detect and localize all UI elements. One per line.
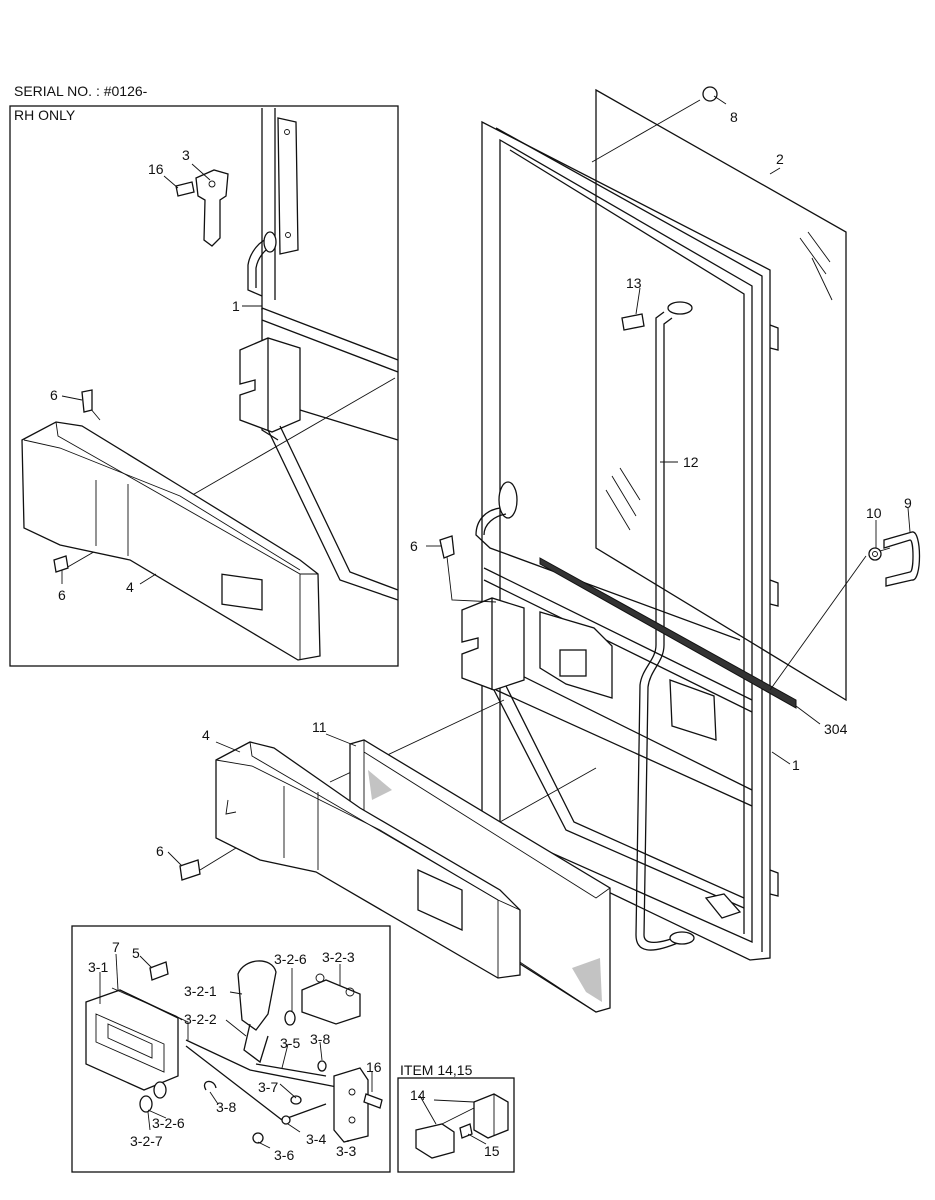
callout-4-main: 4 [202, 727, 210, 743]
callout-3-4: 3-4 [306, 1131, 326, 1147]
leader-lines [61, 95, 911, 1149]
nut-icon [868, 547, 882, 561]
callout-16-bottom: 16 [366, 1059, 382, 1075]
latch-detail-inset [71, 925, 391, 1173]
screw-inset-b-icon [53, 555, 69, 573]
callout-3-2-3: 3-2-3 [322, 949, 355, 965]
callout-14: 14 [410, 1087, 426, 1103]
callout-3-2-2: 3-2-2 [184, 1011, 217, 1027]
screw-15-icon [459, 1123, 473, 1139]
u-bolt-icon [883, 531, 921, 587]
callout-6-bottom: 6 [156, 843, 164, 859]
callout-3-2-7: 3-2-7 [130, 1133, 163, 1149]
item-14-15-inset: ITEM 14,15 [397, 1062, 515, 1173]
callout-3-1: 3-1 [88, 959, 108, 975]
handle-housing-icon [85, 989, 179, 1091]
screw-inset-a-icon [81, 389, 93, 413]
lever-icon [237, 960, 277, 1031]
callout-1-inset: 1 [232, 298, 240, 314]
callout-3-3: 3-3 [336, 1143, 356, 1159]
callout-2: 2 [776, 151, 784, 167]
callout-6-inset-a: 6 [50, 387, 58, 403]
hinge-plate-icon [277, 117, 299, 255]
door-bracket-icon [461, 597, 525, 691]
callout-3: 3 [182, 147, 190, 163]
callout-16-top: 16 [148, 161, 164, 177]
callout-8: 8 [730, 109, 738, 125]
rh-only-label: RH ONLY [14, 107, 76, 123]
glass-pane-icon [595, 88, 847, 702]
mount-bracket-icon [239, 337, 301, 433]
callout-3-7: 3-7 [258, 1079, 278, 1095]
screw-main-icon [439, 535, 455, 559]
callout-15: 15 [484, 1143, 500, 1159]
callout-6-main: 6 [410, 538, 418, 554]
lower-bumper [179, 739, 611, 1013]
callout-3-6: 3-6 [274, 1147, 294, 1163]
callout-3-8-b: 3-8 [216, 1099, 236, 1115]
callout-6-inset-b: 6 [58, 587, 66, 603]
latch-mount-icon [301, 979, 361, 1025]
item-14-15-label: ITEM 14,15 [400, 1062, 473, 1078]
callout-3-2-1: 3-2-1 [184, 983, 217, 999]
callout-11: 11 [312, 719, 327, 735]
bumper-inset-icon [21, 421, 321, 661]
screw-bottom-icon [179, 859, 201, 881]
rh-only-inset: RH ONLY [9, 105, 399, 667]
bolt-16-icon [363, 1093, 383, 1109]
latch-bracket-icon [195, 169, 229, 247]
callout-13: 13 [626, 275, 642, 291]
cap-icon [415, 1123, 455, 1159]
bolt-icon [175, 181, 195, 197]
callout-3-5: 3-5 [280, 1035, 300, 1051]
callout-10: 10 [866, 505, 882, 521]
callout-12: 12 [683, 454, 699, 470]
callout-7: 7 [112, 939, 120, 955]
serial-number-label: SERIAL NO. : #0126- [14, 83, 148, 99]
callout-4-inset: 4 [126, 579, 134, 595]
rubber-plug-icon [702, 86, 718, 102]
clip-icon [203, 1080, 217, 1091]
callout-304: 304 [824, 721, 848, 737]
weatherstrip-icon [539, 557, 797, 709]
callout-9: 9 [904, 495, 912, 511]
callout-3-2-6-a: 3-2-6 [274, 951, 307, 967]
callout-3-2-6-b: 3-2-6 [152, 1115, 185, 1131]
door-assembly [329, 88, 891, 961]
door-lock-icon [333, 1067, 369, 1143]
callout-labels: 8 2 13 12 10 9 6 304 1 4 11 6 3 16 1 6 6… [50, 109, 912, 1163]
callout-3-8-a: 3-8 [310, 1031, 330, 1047]
callout-5: 5 [132, 945, 140, 961]
screw-5-icon [149, 961, 169, 981]
callout-1-main: 1 [792, 757, 800, 773]
bolt-13-icon [621, 313, 645, 331]
